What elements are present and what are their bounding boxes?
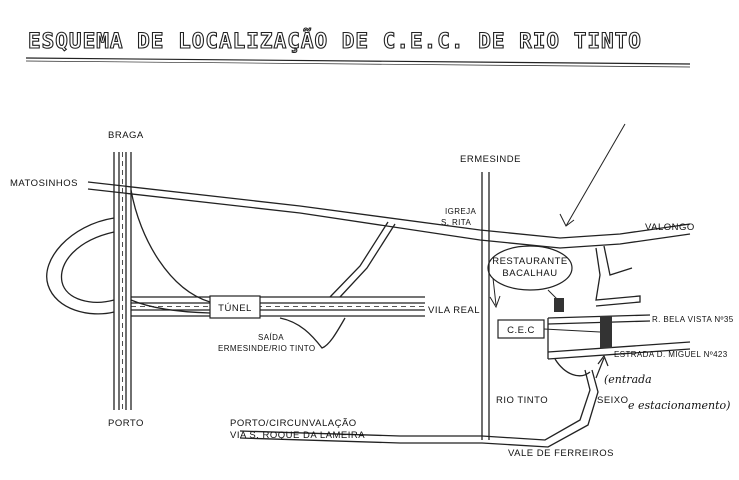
restaurant-building (554, 298, 564, 312)
label-seixo: SEIXO (597, 395, 629, 406)
handwritten-estacionamento: e estacionamento) (628, 399, 730, 412)
interchange-loop (46, 189, 211, 315)
pointer-arrow (565, 123, 626, 227)
label-estrada: ESTRADA D. MIGUEL Nº423 (614, 350, 728, 359)
motorway-vila-real (131, 296, 425, 317)
label-igreja-2: S. RITA (441, 218, 471, 227)
restaurant-outline (487, 245, 573, 291)
label-vale-de-ferreiros: VALE DE FERREIROS (508, 448, 614, 459)
pointer-arrowhead (559, 213, 575, 227)
label-saida-1: SAÍDA (258, 333, 284, 342)
road-matosinhos-valongo (87, 181, 691, 249)
cec-building (600, 316, 612, 348)
tunnel-label: TÚNEL (218, 303, 252, 314)
road-connector (329, 221, 396, 298)
label-rua-bela-vista: R. BELA VISTA Nº35 (652, 315, 734, 324)
label-braga: BRAGA (108, 130, 144, 141)
road-circunvalacao (239, 369, 599, 448)
label-valongo: VALONGO (645, 222, 695, 233)
road-ermesinde-rio-tinto (481, 172, 490, 440)
direction-arrow (492, 277, 497, 306)
label-porto-circunvalacao-2: VIA S. ROQUE DA LAMEIRA (230, 430, 365, 441)
cec-label: C.E.C (507, 325, 535, 336)
restaurant-label-2: BACALHAU (502, 268, 557, 279)
label-vila-real: VILA REAL (428, 305, 480, 316)
label-matosinhos: MATOSINHOS (10, 178, 78, 189)
restaurant-label-1: RESTAURANTE (492, 256, 568, 267)
label-rio-tinto: RIO TINTO (496, 395, 548, 406)
local-roads-east (547, 245, 691, 377)
exit-ramp (279, 317, 346, 349)
handwritten-entrada: (entrada (604, 373, 652, 386)
motorway-braga-porto (113, 152, 132, 410)
label-porto: PORTO (108, 418, 144, 429)
title-underline (25, 57, 691, 65)
label-porto-circunvalacao-1: PORTO/CIRCUNVALAÇÃO (230, 418, 357, 429)
title-underline-thin (25, 60, 691, 68)
cec-pointer (543, 328, 601, 333)
label-igreja-1: IGREJA (445, 207, 477, 216)
entrance-arrow (595, 357, 605, 379)
tunnel-box (209, 295, 261, 319)
map-title: ESQUEMA DE LOCALIZAÇÃO DE C.E.C. DE RIO … (28, 28, 642, 53)
label-saida-2: ERMESINDE/RIO TINTO (218, 344, 316, 353)
label-ermesinde: ERMESINDE (460, 154, 521, 165)
